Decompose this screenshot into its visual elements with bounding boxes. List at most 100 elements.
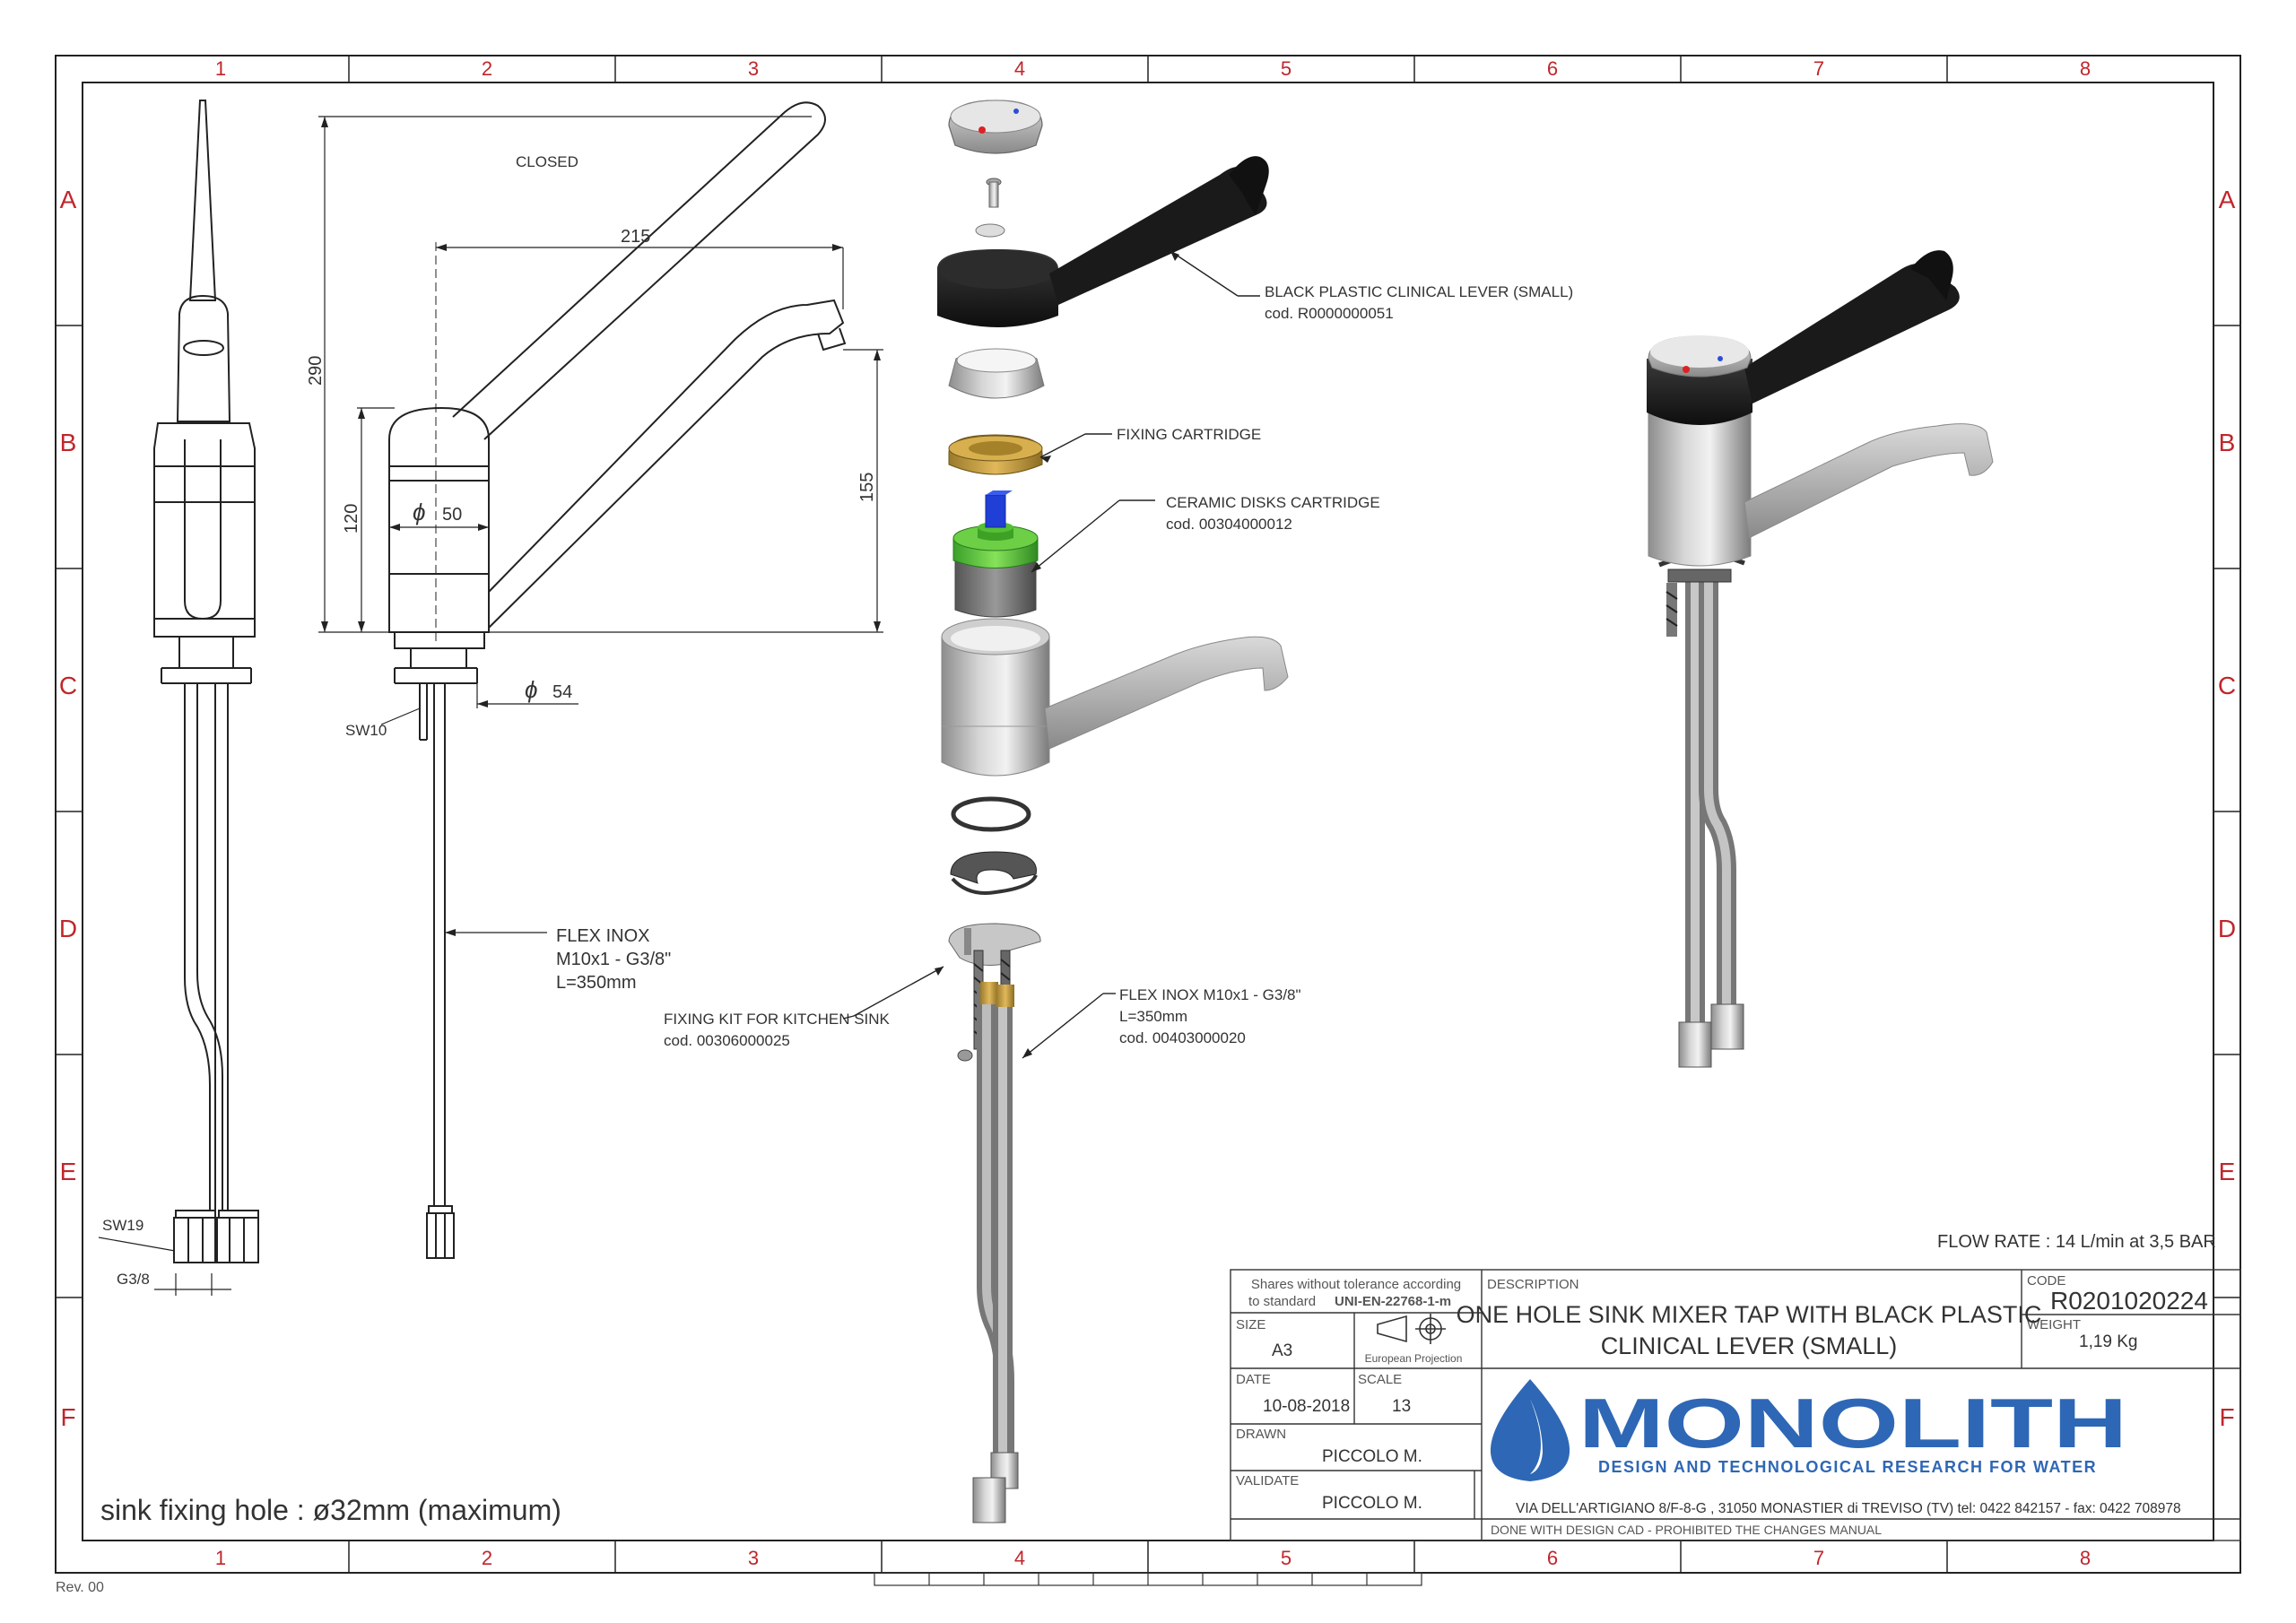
col-label-top: 6	[1547, 57, 1558, 80]
company-address: VIA DELL'ARTIGIANO 8/F-8-G , 31050 MONAS…	[1516, 1501, 2181, 1516]
bottom-ruler	[874, 1572, 1422, 1586]
screw-part	[986, 178, 1002, 208]
horseshoe-plate-part	[950, 851, 1038, 895]
tolerance-note-2a: to standard	[1248, 1294, 1316, 1309]
col-label-bottom: 8	[2080, 1547, 2091, 1569]
flex-label-line3: L=350mm	[556, 973, 637, 993]
callout-fixing-cartridge: FIXING CARTRIDGE	[1117, 426, 1261, 443]
col-label-bottom: 2	[482, 1547, 492, 1569]
tap-body-part	[941, 618, 1289, 777]
callout-flex-code: cod. 00403000020	[1119, 1029, 1246, 1046]
cap-part	[948, 100, 1043, 154]
projection-label: European Projection	[1365, 1352, 1463, 1365]
callout-flex-title: FLEX INOX M10x1 - G3/8"	[1119, 986, 1301, 1003]
fixing-cartridge-part	[948, 434, 1043, 475]
scale-label: SCALE	[1358, 1372, 1402, 1387]
callout-lever-code: cod. R0000000051	[1265, 305, 1394, 322]
callout-lever-title: BLACK PLASTIC CLINICAL LEVER (SMALL)	[1265, 283, 1573, 300]
col-label-top: 4	[1014, 57, 1025, 80]
dim-phi50: 50	[442, 505, 462, 525]
description-line-2: CLINICAL LEVER (SMALL)	[1601, 1332, 1898, 1359]
row-label-left: C	[59, 672, 77, 699]
col-label-top: 1	[215, 57, 226, 80]
dim-phi54: 54	[552, 682, 572, 702]
assembled-view	[1647, 250, 1994, 1068]
exploded-view	[937, 100, 1289, 1523]
row-label-right: F	[2219, 1403, 2234, 1431]
kit-leader	[842, 1015, 855, 1020]
front-view	[98, 100, 259, 1296]
dim-215: 215	[621, 227, 650, 247]
col-label-top: 7	[1813, 57, 1824, 80]
date-value: 10-08-2018	[1263, 1397, 1350, 1416]
callout-ceramic-code: cod. 00304000012	[1166, 516, 1292, 533]
callout-ceramic-title: CERAMIC DISKS CARTRIDGE	[1166, 494, 1380, 511]
revision-label: Rev. 00	[56, 1580, 104, 1595]
flex-label-line1: FLEX INOX	[556, 926, 649, 946]
dim-sw19: SW19	[102, 1217, 144, 1234]
callout-leaders	[853, 250, 1260, 1059]
flex-label-line2: M10x1 - G3/8"	[556, 950, 671, 969]
cold-indicator-icon	[1013, 108, 1019, 114]
date-label: DATE	[1236, 1372, 1271, 1387]
hot-indicator-icon	[1683, 366, 1690, 373]
logo-tagline: DESIGN AND TECHNOLOGICAL RESEARCH FOR WA…	[1598, 1458, 2097, 1476]
col-label-bottom: 6	[1547, 1547, 1558, 1569]
description-label: DESCRIPTION	[1487, 1277, 1579, 1292]
dim-phi54-symbol: ϕ	[525, 676, 537, 703]
size-label: SIZE	[1236, 1317, 1265, 1332]
col-label-bottom: 4	[1014, 1547, 1025, 1569]
row-label-right: C	[2218, 672, 2236, 699]
scale-value: 13	[1392, 1397, 1411, 1416]
row-label-left: F	[60, 1403, 75, 1431]
col-label-bottom: 3	[748, 1547, 759, 1569]
european-projection-icon	[1377, 1314, 1446, 1344]
dim-g38: G3/8	[117, 1271, 150, 1288]
col-label-top: 8	[2080, 57, 2091, 80]
description-line-1: ONE HOLE SINK MIXER TAP WITH BLACK PLAST…	[1457, 1301, 2042, 1328]
code-label: CODE	[2027, 1273, 2066, 1289]
col-label-top: 5	[1281, 57, 1292, 80]
callout-kit-code: cod. 00306000025	[664, 1032, 790, 1049]
flow-rate: FLOW RATE : 14 L/min at 3,5 BAR	[1937, 1232, 2216, 1252]
sink-fixing-note: sink fixing hole : ø32mm (maximum)	[100, 1494, 561, 1526]
col-label-bottom: 7	[1813, 1547, 1824, 1569]
callout-kit-title: FIXING KIT FOR KITCHEN SINK	[664, 1011, 891, 1028]
row-label-left: A	[60, 186, 77, 213]
row-label-left: D	[59, 915, 77, 942]
tolerance-note-1: Shares without tolerance according	[1251, 1277, 1461, 1292]
hot-indicator-icon	[978, 126, 986, 134]
dim-120: 120	[342, 504, 361, 534]
col-label-top: 3	[748, 57, 759, 80]
drawn-value: PICCOLO M.	[1322, 1447, 1422, 1466]
col-label-bottom: 1	[215, 1547, 226, 1569]
water-drop-icon	[1490, 1379, 1570, 1481]
side-view	[318, 101, 883, 1259]
weight-label: WEIGHT	[2027, 1317, 2081, 1332]
row-label-left: E	[60, 1158, 77, 1185]
validate-label: VALIDATE	[1236, 1473, 1299, 1488]
row-label-right: A	[2219, 186, 2236, 213]
black-lever-part	[937, 156, 1269, 327]
dim-sw10: SW10	[345, 722, 387, 739]
row-label-left: B	[60, 429, 77, 456]
bonnet-ring-part	[948, 348, 1045, 399]
cold-indicator-icon	[1718, 356, 1723, 361]
closed-label: CLOSED	[516, 153, 578, 170]
tolerance-note-2b: UNI-EN-22768-1-m	[1335, 1294, 1451, 1309]
drawn-label: DRAWN	[1236, 1427, 1286, 1442]
title-block: Shares without tolerance according to st…	[1230, 1269, 2241, 1541]
dim-155: 155	[857, 473, 877, 502]
col-label-bottom: 5	[1281, 1547, 1292, 1569]
col-label-top: 2	[482, 57, 492, 80]
size-value: A3	[1272, 1341, 1292, 1360]
callout-flex-length: L=350mm	[1119, 1008, 1187, 1025]
weight-value: 1,19 Kg	[2079, 1332, 2138, 1351]
ceramic-cartridge-part	[952, 490, 1039, 618]
code-value: R0201020224	[2050, 1287, 2208, 1315]
dim-290: 290	[306, 356, 326, 386]
washer-part	[975, 223, 1005, 238]
row-label-right: E	[2219, 1158, 2236, 1185]
o-ring-part	[951, 796, 1031, 832]
